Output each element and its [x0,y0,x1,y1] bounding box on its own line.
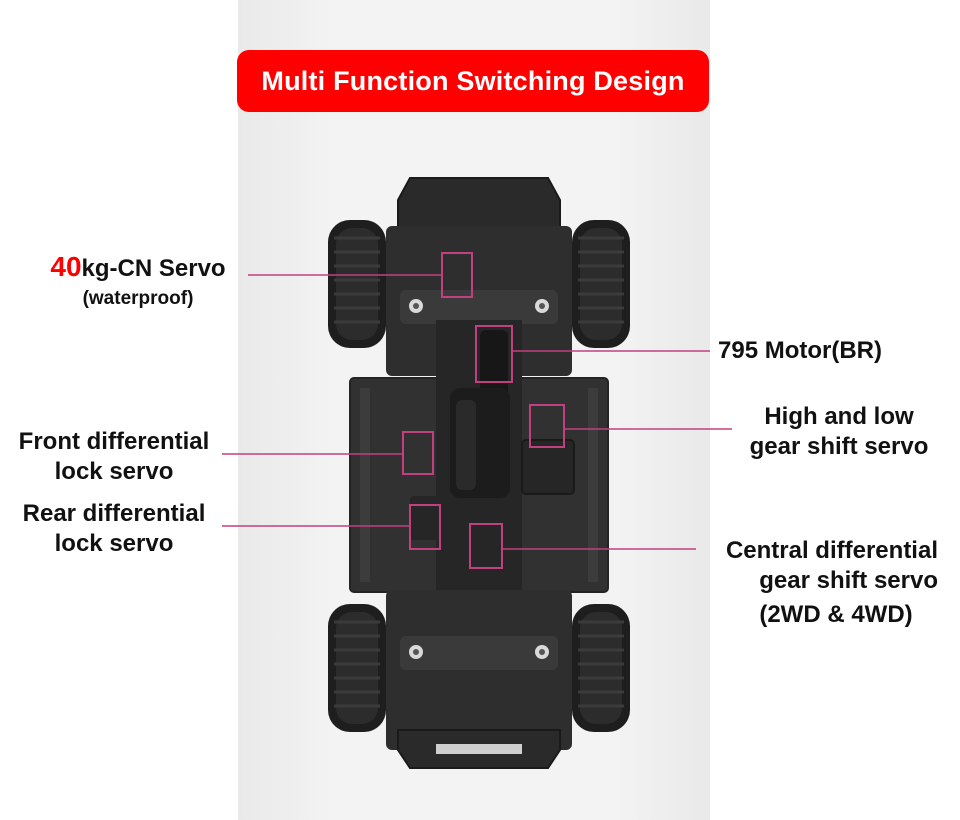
label-rear-diff: Rear differential lock servo [6,499,222,559]
highlight-motor [475,325,513,383]
servo-torque-unit: kg-CN Servo [81,255,226,282]
label-central-diff: Central differential gear shift servo (2… [694,536,938,630]
high-low-gear-line2: gear shift servo [749,433,929,460]
servo-waterproof-note: (waterproof) [82,288,194,309]
title-banner: Multi Function Switching Design [237,50,709,112]
tire-rear-left [328,604,386,732]
front-bumper [397,177,561,233]
central-diff-line1: Central differential [725,537,938,564]
central-diff-line3: (2WD & 4WD) [759,601,913,628]
tire-front-left [328,220,386,348]
highlight-rear-diff [409,504,441,550]
rear-diff-line1: Rear differential [22,500,206,527]
tire-rear-right [572,604,630,732]
high-low-gear-line1: High and low [764,403,914,430]
front-diff-line2: lock servo [54,458,174,485]
central-diff-line2: gear shift servo [759,567,938,594]
highlight-front-diff [402,431,434,475]
highlight-central-diff [469,523,503,569]
front-diff-line1: Front differential [18,428,210,455]
label-motor: 795 Motor(BR) [718,337,883,364]
rear-diff-line2: lock servo [54,530,174,557]
highlight-high-low-gear [529,404,565,448]
label-high-low-gear: High and low gear shift servo [734,402,944,462]
label-servo-40kg: 40kg-CN Servo (waterproof) [30,252,246,314]
tire-front-right [572,220,630,348]
label-front-diff: Front differential lock servo [6,427,222,487]
servo-torque-number: 40 [50,251,82,282]
